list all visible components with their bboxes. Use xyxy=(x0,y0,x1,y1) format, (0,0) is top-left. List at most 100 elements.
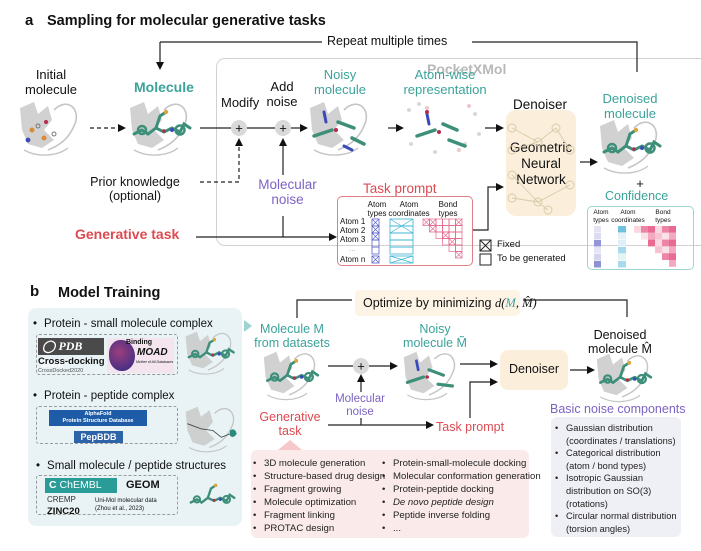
noise-item: Isotropic Gaussian distribution on SO(3)… xyxy=(555,472,677,510)
generative-task-label-a: Generative task xyxy=(75,226,180,242)
task-item: ... xyxy=(382,522,541,535)
bond-type-cell xyxy=(455,238,463,246)
conf-col2-l2: coordinates xyxy=(611,216,645,224)
tp-col3-l1: Bond xyxy=(438,200,458,209)
panel-a-title: Sampling for molecular generative tasks xyxy=(47,13,326,29)
dataset-group-2 xyxy=(36,406,178,444)
unimol-l2: (Zhou et al., 2023) xyxy=(95,506,145,512)
denoised-molecule-image xyxy=(599,119,662,174)
mol-noise-l2: noise xyxy=(271,192,304,208)
noise-item: Categorical distribution (atom / bond ty… xyxy=(555,447,677,472)
chembl-text: ChEMBL xyxy=(59,479,102,491)
flow-arrows-a xyxy=(90,124,598,241)
molecule-from-datasets-label: Molecule M from datasets xyxy=(252,322,332,350)
confidence-bond-cell xyxy=(655,239,662,247)
bond-type-cell xyxy=(448,244,456,252)
denoised-b-l2: molecule M̂ xyxy=(588,342,652,356)
tp-row-1: Atom 1 xyxy=(340,217,366,226)
atom-type-cell xyxy=(371,246,380,255)
tp-col-atom-types: Atom types xyxy=(362,200,392,218)
tp-row-n: Atom n xyxy=(340,255,366,264)
task-item: De novo peptide design xyxy=(382,496,541,509)
atom-wise-label: Atom-wise representation xyxy=(400,67,490,97)
panel-b-title: Model Training xyxy=(58,285,161,301)
bond-type-cell xyxy=(442,238,450,246)
confidence-coord-cell xyxy=(618,226,626,233)
conf-col3-l1: Bond xyxy=(655,209,671,216)
molecular-noise-label-b: Molecular noise xyxy=(330,393,390,419)
atom-type-fixed-mark xyxy=(371,255,380,264)
denoised-l1: Denoised xyxy=(602,91,658,106)
bond-type-cell xyxy=(442,218,450,226)
confidence-bond-cell xyxy=(641,226,648,233)
confidence-bond-cell xyxy=(648,232,655,240)
cremp-logo: CREMP xyxy=(47,495,76,504)
confidence-bond-cell xyxy=(662,253,669,260)
atom-coord-fixed-mark xyxy=(389,218,414,234)
add-noise-label: Add noise xyxy=(262,79,302,109)
confidence-bond-cell xyxy=(662,246,669,254)
repeat-loop-arrow xyxy=(156,41,638,72)
task-item: Protein-small-molecule docking xyxy=(382,457,541,470)
confidence-bond-cell xyxy=(669,232,676,240)
pocketxmol-label: PocketXMol xyxy=(427,61,507,77)
task-prompt-box xyxy=(337,196,473,266)
chembl-logo: C ChEMBL xyxy=(45,478,117,493)
atom-wise-l1: Atom-wise xyxy=(414,67,476,82)
confidence-bond-cell xyxy=(669,253,676,260)
denoiser-label-a: Denoiser xyxy=(512,97,568,112)
zinc-logo: ZINC20 xyxy=(47,506,80,517)
task-list-col2: Protein-small-molecule docking Molecular… xyxy=(382,457,541,535)
confidence-label: Confidence xyxy=(605,189,669,203)
mol-from-l2: from datasets xyxy=(254,336,330,350)
datasets-pointer-icon xyxy=(244,320,252,332)
conf-col3-l2: types xyxy=(655,216,671,224)
gnn-l1: Geometric xyxy=(509,140,573,155)
plus-sign: + xyxy=(636,176,644,191)
atom-wise-representation-image xyxy=(407,102,481,154)
modify-plus-button: + xyxy=(231,120,247,136)
confidence-coord-cell xyxy=(618,240,626,247)
dataset-group-1 xyxy=(36,334,178,375)
legend-fixed-label: Fixed xyxy=(497,239,521,250)
confidence-table-box xyxy=(587,206,694,270)
tp-col-bond-types: Bond types xyxy=(433,200,463,218)
repeat-label: Repeat multiple times xyxy=(327,34,448,48)
confidence-bond-cell xyxy=(662,226,669,233)
dataset-molecule-1 xyxy=(184,330,235,375)
denoised-b-l1: Denoised xyxy=(593,328,647,342)
task-item: Structure-based drug design xyxy=(253,470,385,483)
task-list-pointer-icon xyxy=(278,440,302,450)
denoised-l2: molecule xyxy=(603,105,657,121)
confidence-coord-cell xyxy=(618,233,626,240)
atom-wise-l2: representation xyxy=(403,81,487,97)
denoiser-label-b: Denoiser xyxy=(508,362,560,376)
moad-sub: Mother of All Databases xyxy=(136,360,174,364)
crossdocked-label: CrossDocked2020 xyxy=(38,368,84,374)
initial-l1: Initial xyxy=(35,67,67,82)
atom-coord-cell xyxy=(389,232,414,241)
pocketxmol-frame xyxy=(216,58,701,246)
task-item: Peptide inverse folding xyxy=(382,509,541,522)
optimize-prefix: Optimize by minimizing xyxy=(363,296,495,310)
alphafold-l1: AlphaFold xyxy=(84,411,112,417)
tp-col1-l2: types xyxy=(367,209,387,218)
bond-type-cell xyxy=(435,231,443,239)
moad-l2: MOAD xyxy=(137,347,168,358)
optimize-d: d( xyxy=(494,296,506,310)
svg-text:+: + xyxy=(279,121,287,136)
atom-coord-fixed-mark xyxy=(389,255,414,264)
alphafold-l2: Protein Structure Database xyxy=(62,418,134,424)
task-item: Fragment growing xyxy=(253,483,385,496)
molecule-label: Molecule xyxy=(134,79,194,95)
gen-task-b-l1: Generative xyxy=(259,410,321,424)
pdbbind-icon: ◯ xyxy=(42,339,56,353)
noisy-b-l1: Noisy xyxy=(419,322,451,336)
moad-blob-icon xyxy=(109,340,135,371)
noisy-b-l2: molecule M̃ xyxy=(403,336,467,350)
task-item-denovo: De novo peptide design xyxy=(393,497,494,508)
optimize-box xyxy=(355,290,520,316)
dataset-molecule-3 xyxy=(189,482,236,505)
confidence-coord-cell xyxy=(618,247,626,254)
